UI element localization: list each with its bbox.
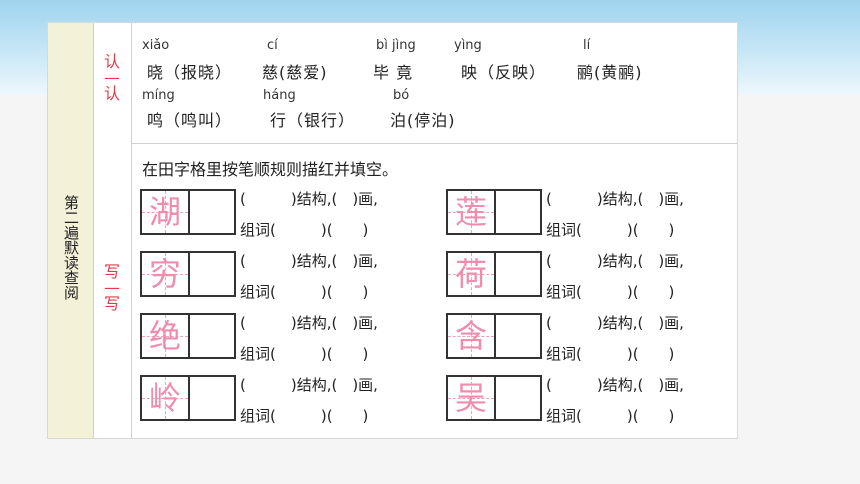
- trace-character: 含: [454, 317, 487, 355]
- tianzige-box[interactable]: 含: [446, 313, 542, 359]
- word-group-blank[interactable]: 组词( )( ): [240, 221, 369, 239]
- section-label-write: 写 — 写: [103, 262, 120, 313]
- side-spine: 第二遍默读查阅: [48, 23, 94, 438]
- trace-character: 绝: [148, 317, 181, 355]
- row-divider: [131, 143, 737, 144]
- tianzige-box[interactable]: 吴: [446, 375, 542, 421]
- word-group-blank[interactable]: 组词( )( ): [240, 345, 369, 363]
- pinyin-label: háng: [263, 88, 296, 103]
- structure-strokes-blank[interactable]: ( )结构,( )画,: [240, 252, 378, 270]
- structure-strokes-blank[interactable]: ( )结构,( )画,: [546, 252, 684, 270]
- tianzige-box[interactable]: 岭: [140, 375, 236, 421]
- tianzige-box[interactable]: 湖: [140, 189, 236, 235]
- word-group-blank[interactable]: 组词( )( ): [546, 221, 675, 239]
- tianzige-box[interactable]: 穷: [140, 251, 236, 297]
- pinyin-label: cí: [267, 38, 278, 53]
- vocab-item: 毕 竟: [373, 63, 414, 82]
- exercise-instruction: 在田字格里按笔顺规则描红并填空。: [142, 160, 399, 179]
- pinyin-label: xiǎo: [142, 38, 170, 53]
- word-group-blank[interactable]: 组词( )( ): [546, 283, 675, 301]
- structure-strokes-blank[interactable]: ( )结构,( )画,: [240, 190, 378, 208]
- column-divider: [131, 23, 132, 438]
- word-group-blank[interactable]: 组词( )( ): [546, 407, 675, 425]
- trace-character: 岭: [148, 379, 181, 417]
- vocab-item: 行（银行）: [270, 111, 356, 130]
- structure-strokes-blank[interactable]: ( )结构,( )画,: [240, 314, 378, 332]
- vocab-item: 泊(停泊): [390, 111, 456, 130]
- worksheet: 第二遍默读查阅 认 — 认 写 — 写 xiǎo 晓（报晓） cí 慈(慈爱) …: [47, 22, 738, 439]
- trace-character: 莲: [454, 193, 487, 231]
- trace-character: 荷: [454, 255, 487, 293]
- structure-strokes-blank[interactable]: ( )结构,( )画,: [546, 190, 684, 208]
- pinyin-label: bó: [393, 88, 410, 103]
- vocab-item: 晓（报晓）: [147, 63, 233, 82]
- pinyin-label: bì jìng: [376, 38, 416, 53]
- pinyin-label: yìng: [454, 38, 482, 53]
- word-group-blank[interactable]: 组词( )( ): [240, 407, 369, 425]
- vocab-item: 鹂(黄鹂): [577, 63, 643, 82]
- pinyin-label: lí: [583, 38, 591, 53]
- vocab-item: 鸣（鸣叫）: [147, 111, 233, 130]
- pinyin-label: míng: [142, 88, 175, 103]
- word-group-blank[interactable]: 组词( )( ): [240, 283, 369, 301]
- structure-strokes-blank[interactable]: ( )结构,( )画,: [546, 376, 684, 394]
- structure-strokes-blank[interactable]: ( )结构,( )画,: [546, 314, 684, 332]
- structure-strokes-blank[interactable]: ( )结构,( )画,: [240, 376, 378, 394]
- trace-character: 湖: [148, 193, 181, 231]
- tianzige-box[interactable]: 莲: [446, 189, 542, 235]
- trace-character: 吴: [454, 379, 487, 417]
- word-group-blank[interactable]: 组词( )( ): [546, 345, 675, 363]
- tianzige-box[interactable]: 绝: [140, 313, 236, 359]
- spine-title: 第二遍默读查阅: [62, 195, 80, 300]
- trace-character: 穷: [148, 255, 181, 293]
- vocab-item: 映（反映）: [461, 63, 547, 82]
- tianzige-box[interactable]: 荷: [446, 251, 542, 297]
- section-label-read: 认 — 认: [103, 52, 120, 103]
- vocab-item: 慈(慈爱): [262, 63, 328, 82]
